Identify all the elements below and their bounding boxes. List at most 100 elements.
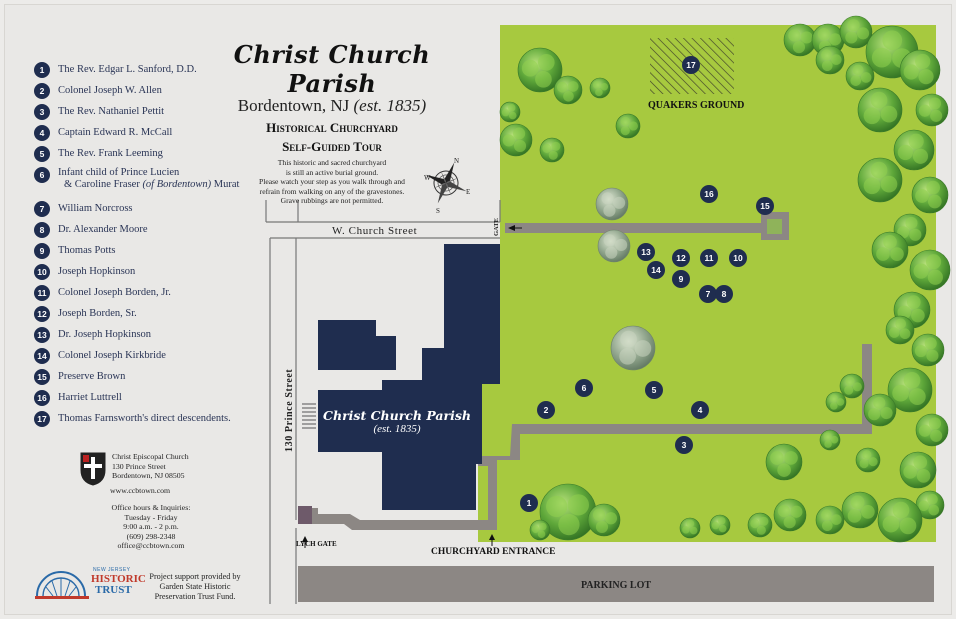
legend-number: 17 — [34, 411, 50, 427]
tree-texture — [908, 133, 924, 149]
tree-texture — [847, 19, 860, 32]
legend-label-line: & Caroline Fraser (of Bordentown) Murat — [64, 179, 239, 191]
tree-texture — [914, 344, 927, 358]
map-marker-9: 9 — [672, 270, 690, 288]
map-marker-10: 10 — [729, 249, 747, 267]
tree-texture — [759, 516, 769, 526]
tree-texture — [824, 440, 832, 448]
legend-number: 4 — [34, 125, 50, 141]
legend-label-line: Dr. Joseph Hopkinson — [58, 329, 152, 340]
legend-label-italic: (of Bordentown) — [142, 179, 212, 190]
legend-label-line: Captain Edward R. McCall — [58, 127, 173, 138]
tree-texture — [784, 451, 798, 465]
tree-texture — [501, 108, 510, 117]
tree-texture — [918, 424, 931, 437]
nj-historic-trust-logo: NEW JERSEY HISTORIC TRUST — [33, 566, 146, 602]
legend-number: 8 — [34, 222, 50, 238]
church-name-contact: Christ Episcopal Church — [112, 452, 189, 461]
tree-texture — [927, 194, 942, 209]
tree-texture — [926, 349, 939, 362]
legend-label-part: & Caroline Fraser — [64, 179, 143, 190]
tree-texture — [615, 238, 628, 252]
tree-texture — [880, 105, 898, 123]
tree-texture — [567, 81, 579, 92]
legend-number: 9 — [34, 243, 50, 259]
churchyard-entrance-label: CHURCHYARD ENTRANCE — [431, 547, 556, 557]
phone: (609) 298-2348 — [126, 531, 176, 541]
tree-texture — [548, 150, 558, 160]
location: Bordentown, NJ — [237, 96, 350, 115]
page-title: Christ Church Parish — [233, 40, 431, 98]
tree-texture — [620, 126, 630, 136]
tree-texture — [913, 263, 929, 279]
tree-texture — [537, 53, 555, 71]
logo-trust: TRUST — [95, 584, 132, 596]
tree-texture — [711, 521, 720, 530]
tree-texture — [790, 505, 803, 518]
compass-rose — [425, 162, 467, 204]
tree-texture — [913, 455, 928, 470]
legend-label-line: The Rev. Nathaniel Pettit — [58, 106, 165, 117]
map-marker-6: 6 — [575, 379, 593, 397]
tree-texture — [859, 459, 869, 469]
tree-texture — [595, 520, 609, 533]
parking-lot — [298, 566, 934, 602]
tree-texture — [513, 127, 526, 140]
legend-number: 11 — [34, 285, 50, 301]
tree-texture — [620, 116, 630, 126]
legend-number: 10 — [34, 264, 50, 280]
credit-text: Project support provided by Garden State… — [140, 572, 250, 601]
map-marker-17: 17 — [682, 56, 700, 74]
legend-number: 15 — [34, 369, 50, 385]
church-building — [318, 244, 500, 510]
tree-texture — [868, 457, 878, 467]
legend-number: 2 — [34, 83, 50, 99]
tree-texture — [845, 31, 858, 44]
tree-texture — [930, 109, 943, 122]
tree-texture — [718, 524, 727, 533]
map-marker-11: 11 — [700, 249, 718, 267]
map-marker-16: 16 — [700, 185, 718, 203]
tree-texture — [619, 347, 636, 365]
compass-n: N — [454, 157, 459, 165]
tree-texture — [546, 495, 568, 518]
tree-texture — [689, 526, 698, 535]
tree-texture — [903, 64, 919, 80]
tree-texture — [918, 69, 934, 85]
tree-texture — [927, 493, 938, 505]
tree-texture — [829, 33, 842, 46]
church-shield-icon — [80, 452, 106, 486]
tree-texture — [817, 28, 830, 41]
tree-texture — [513, 139, 527, 153]
tree-texture — [605, 246, 618, 259]
compass-e: E — [466, 188, 470, 196]
tree-texture — [899, 328, 911, 340]
churchyard-lawn — [478, 25, 936, 542]
hours-title: Office hours & Inquiries: — [111, 503, 191, 512]
tree-texture — [928, 504, 940, 516]
legend-label-line: Harriet Luttrell — [58, 392, 122, 403]
street-label-prince: 130 Prince Street — [284, 369, 295, 452]
tree-texture — [537, 530, 546, 539]
tree-texture — [821, 49, 832, 61]
tree-texture — [829, 394, 838, 402]
church-name: Christ Church Parish — [323, 408, 471, 423]
tree-texture — [558, 513, 580, 536]
tree-texture — [928, 97, 942, 110]
tree-texture — [777, 463, 791, 477]
tree-texture — [863, 177, 881, 195]
tree-texture — [915, 189, 929, 203]
legend-label: William Norcross — [58, 203, 133, 215]
tree-texture — [717, 517, 726, 525]
parking-lot-label: PARKING LOT — [581, 580, 651, 591]
tree-texture — [926, 180, 941, 195]
tree-texture — [567, 494, 590, 516]
tree-texture — [770, 451, 784, 465]
tree-texture — [918, 104, 931, 117]
tree-texture — [507, 104, 516, 112]
map-marker-15: 15 — [756, 197, 774, 215]
